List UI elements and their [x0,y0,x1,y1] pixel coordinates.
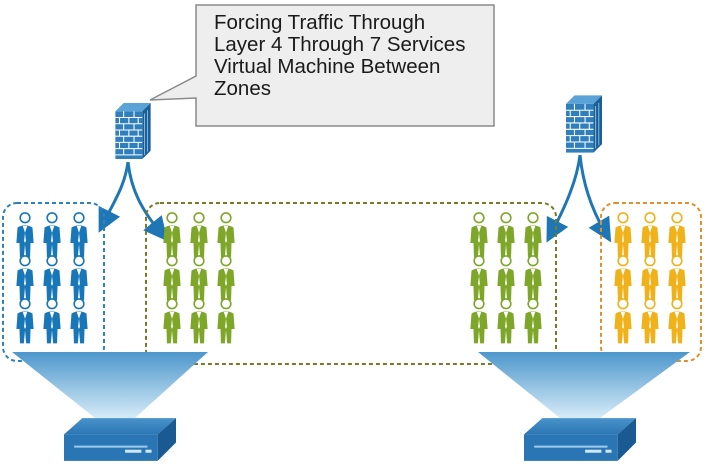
person-icon [640,255,660,301]
traffic-arrows [98,154,612,243]
person-icon [69,298,89,344]
person-icon [189,298,209,344]
person-icon [667,298,687,344]
callout-line-2: Layer 4 Through 7 Services [214,33,466,56]
person-icon [469,255,489,301]
person-icon [667,212,687,258]
person-icon [42,298,62,344]
firewall-left-icon [115,103,151,159]
firewall-right-icon [566,95,602,153]
person-icon [496,212,516,258]
callout-text: Forcing Traffic Through Layer 4 Through … [214,12,494,100]
person-icon [496,255,516,301]
person-icon [667,255,687,301]
person-icon [42,255,62,301]
person-icon [523,212,543,258]
person-icon [69,255,89,301]
arrow-right-to-orange-zone [578,154,612,243]
switch-left-icon [64,418,176,461]
person-icon [216,255,236,301]
person-icon [523,298,543,344]
person-icon [216,298,236,344]
person-icon [69,212,89,258]
arrow-right-to-green-zone [546,154,582,243]
arrow-left-to-green-zone [126,161,168,242]
person-icon [613,298,633,344]
person-icon [613,212,633,258]
person-icon [613,255,633,301]
person-icon [162,212,182,258]
person-icon [15,212,35,258]
user-group-blue [15,212,89,344]
person-icon [469,212,489,258]
person-icon [162,255,182,301]
funnel-right [478,352,690,418]
person-icon [640,212,660,258]
person-icon [42,212,62,258]
switch-right-icon [524,418,636,461]
callout-bubble [149,4,495,127]
person-icon [15,298,35,344]
person-icon [189,212,209,258]
funnel-left [12,352,208,418]
callout-line-3: Virtual Machine Between [214,55,441,78]
callout-line-4: Zones [214,77,271,100]
person-icon [15,255,35,301]
user-group-green-right [469,212,543,344]
person-icon [469,298,489,344]
person-icon [640,298,660,344]
person-icon [496,298,516,344]
person-icon [162,298,182,344]
zone-green [145,202,557,365]
user-group-green-left [162,212,236,344]
person-icon [216,212,236,258]
person-icon [189,255,209,301]
person-icon [523,255,543,301]
arrow-left-to-blue-zone [98,161,130,233]
callout-line-1: Forcing Traffic Through [214,11,426,34]
user-group-yellow [613,212,687,344]
